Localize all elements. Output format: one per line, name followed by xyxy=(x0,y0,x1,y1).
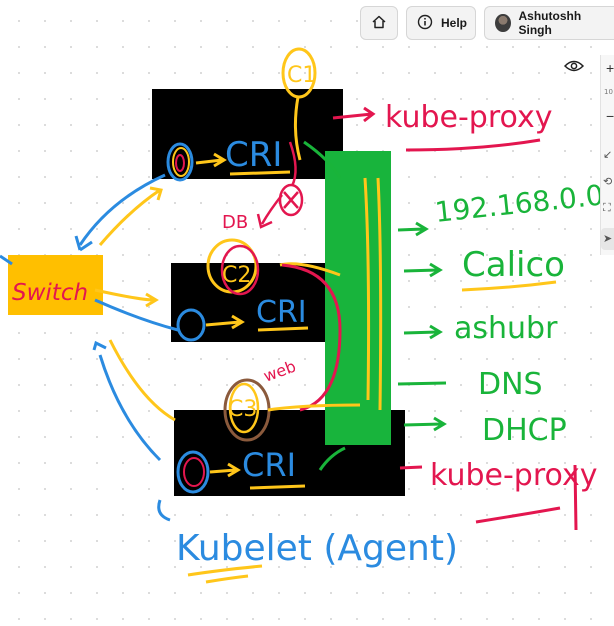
active-tool-highlight xyxy=(601,228,614,250)
dns-label: DNS xyxy=(478,367,543,402)
home-icon xyxy=(371,14,387,33)
c1-label: C1 xyxy=(287,63,316,88)
zoom-level: 10 xyxy=(604,88,613,96)
fit-screen-icon[interactable]: ⛶ xyxy=(603,202,611,214)
pointer-tool-icon[interactable]: ➤ xyxy=(603,233,613,245)
db-label: DB xyxy=(222,212,248,233)
help-label: Help xyxy=(441,16,468,30)
user-name: Ashutoshh Singh xyxy=(518,9,582,37)
undo-icon[interactable]: ⟲ xyxy=(603,176,613,188)
dhcp-label: DHCP xyxy=(482,413,567,448)
web-label: web xyxy=(261,357,299,386)
cri-label-top: CRI xyxy=(225,135,282,175)
zoom-out-button[interactable]: − xyxy=(606,108,614,124)
cri-label-middle: CRI xyxy=(256,295,307,330)
zoom-in-button[interactable]: + xyxy=(606,60,614,76)
info-icon xyxy=(417,14,433,33)
zoom-panel xyxy=(600,55,614,255)
arrow-tool-icon[interactable]: ↙ xyxy=(603,149,613,161)
home-button[interactable] xyxy=(360,6,398,40)
user-menu-button[interactable]: Ashutoshh Singh xyxy=(484,6,614,40)
kubelet-label: Kubelet (Agent) xyxy=(176,528,458,569)
kube-proxy-top-label: kube-proxy xyxy=(385,100,552,135)
ashubr-label: ashubr xyxy=(454,311,558,346)
kube-proxy-bottom-label: kube-proxy xyxy=(430,458,597,493)
help-button[interactable]: Help xyxy=(406,6,476,40)
switch-label: Switch xyxy=(12,280,88,306)
c3-label: C3 xyxy=(228,397,257,422)
c2-label: C2 xyxy=(222,263,251,288)
cri-label-bottom: CRI xyxy=(242,446,296,484)
ip-range-label: 192.168.0.0/16 xyxy=(433,174,614,229)
top-toolbar: Help Ashutoshh Singh xyxy=(360,6,614,40)
switch-box xyxy=(8,255,103,315)
eye-icon[interactable] xyxy=(563,59,585,78)
calico-label: Calico xyxy=(462,245,565,285)
avatar xyxy=(495,14,511,32)
